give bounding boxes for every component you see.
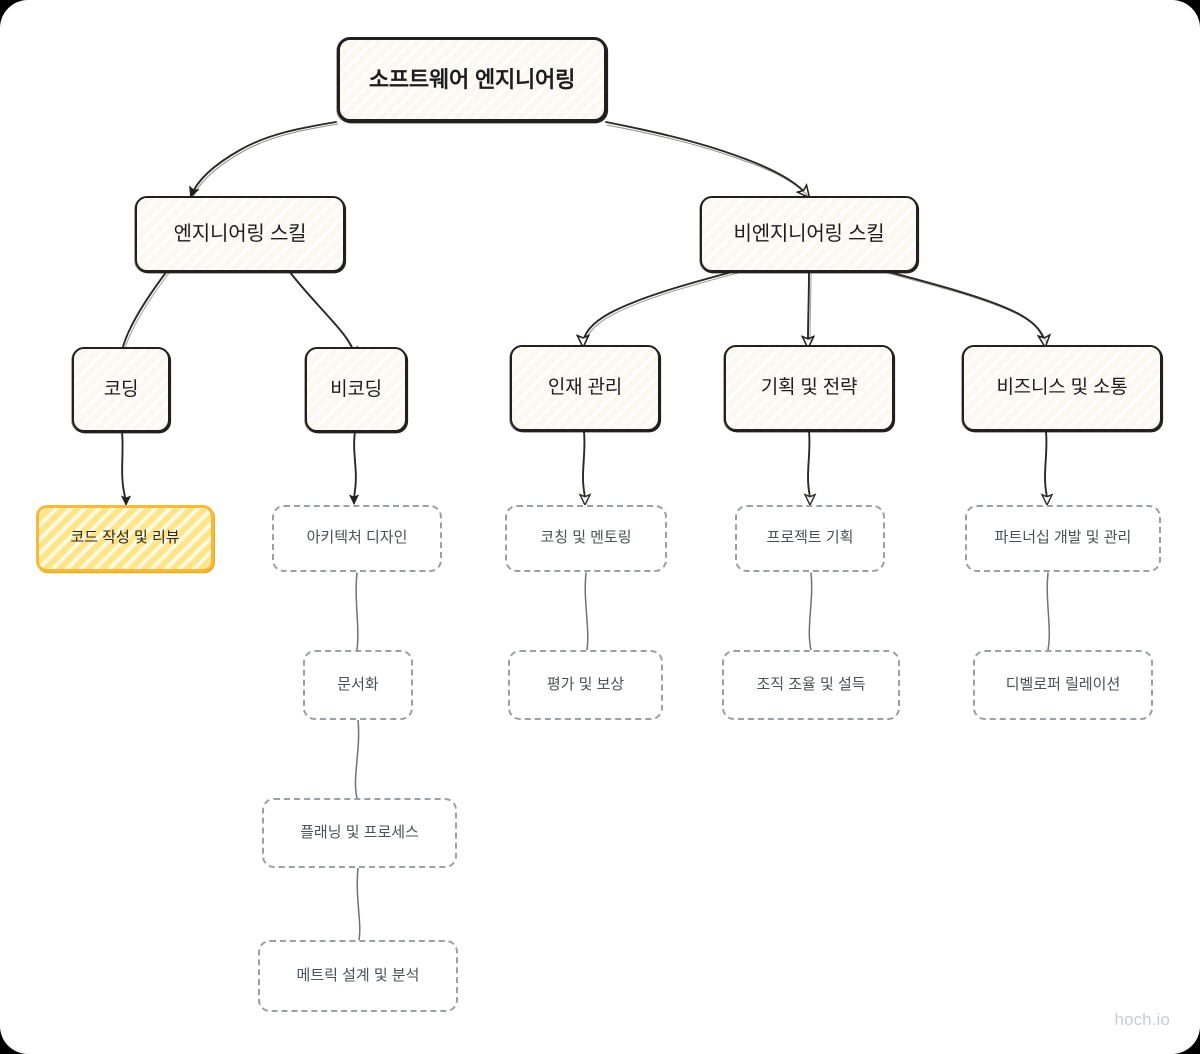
node-evaluation-compensation-label: 평가 및 보상 <box>546 675 625 693</box>
node-talent-management-label: 인재 관리 <box>547 377 623 399</box>
node-org-alignment-persuasion[interactable]: 조직 조율 및 설득 <box>722 650 900 720</box>
node-project-planning[interactable]: 프로젝트 기획 <box>735 505 885 572</box>
node-planning-process-label: 플래닝 및 프로세스 <box>300 823 419 841</box>
node-coding[interactable]: 코딩 <box>72 347 170 432</box>
edge-noneng-to-planning-sketch <box>809 273 812 341</box>
edge-coaching-to-evaluation <box>584 572 589 651</box>
node-metrics-design-analysis-label: 메트릭 설계 및 분석 <box>296 966 420 984</box>
node-business-communication-label: 비즈니스 및 소통 <box>996 377 1128 399</box>
node-partnership-development[interactable]: 파트너십 개발 및 관리 <box>965 505 1161 572</box>
node-non-coding[interactable]: 비코딩 <box>305 347 407 432</box>
node-metrics-design-analysis[interactable]: 메트릭 설계 및 분석 <box>258 940 458 1012</box>
edge-noneng-to-business-sketch <box>886 272 1048 347</box>
edge-noneng-to-planning <box>808 271 809 346</box>
node-root-label: 소프트웨어 엔지니어링 <box>368 66 576 92</box>
node-partnership-development-label: 파트너십 개발 및 관리 <box>994 529 1132 547</box>
node-developer-relations-label: 디벨로퍼 릴레이션 <box>1005 675 1121 693</box>
node-planning-process[interactable]: 플래닝 및 프로세스 <box>262 798 457 868</box>
edge-project-to-org <box>808 572 813 651</box>
edge-eng-to-coding-sketch <box>122 272 170 359</box>
edge-root-to-eng <box>189 121 337 199</box>
edge-planning-process-to-metrics <box>356 867 361 941</box>
edge-talent-to-coaching <box>583 431 585 503</box>
node-coding-label: 코딩 <box>103 378 139 400</box>
node-coaching-mentoring-label: 코칭 및 멘토링 <box>540 529 632 547</box>
node-non-coding-label: 비코딩 <box>330 378 382 400</box>
node-planning-strategy-label: 기획 및 전략 <box>760 377 858 399</box>
node-business-communication[interactable]: 비즈니스 및 소통 <box>962 345 1162 431</box>
node-engineering-skills[interactable]: 엔지니어링 스킬 <box>135 196 345 272</box>
edge-root-to-noneng <box>605 121 808 196</box>
edge-noneng-to-talent <box>583 270 737 345</box>
edge-arch-to-docs <box>355 572 359 651</box>
node-talent-management[interactable]: 인재 관리 <box>510 345 660 431</box>
node-non-engineering-skills[interactable]: 비엔지니어링 스킬 <box>700 196 918 272</box>
edge-partnership-to-devrel <box>1046 572 1051 651</box>
node-developer-relations[interactable]: 디벨로퍼 릴레이션 <box>973 650 1153 720</box>
edge-business-to-partnership <box>1045 431 1047 503</box>
edges-leaf-chains <box>354 572 1051 941</box>
node-code-writing-review-label: 코드 작성 및 리뷰 <box>70 529 180 547</box>
node-architecture-design[interactable]: 아키텍처 디자인 <box>272 505 442 572</box>
node-architecture-design-label: 아키텍처 디자인 <box>306 529 408 547</box>
node-planning-strategy[interactable]: 기획 및 전략 <box>724 345 894 431</box>
node-evaluation-compensation[interactable]: 평가 및 보상 <box>508 650 663 720</box>
node-engineering-skills-label: 엔지니어링 스킬 <box>173 222 307 245</box>
node-documentation-label: 문서화 <box>337 675 379 693</box>
edge-eng-to-noncoding <box>288 270 358 359</box>
edge-root-to-eng-sketch <box>192 123 339 198</box>
node-project-planning-label: 프로젝트 기획 <box>766 529 854 547</box>
node-non-engineering-skills-label: 비엔지니어링 스킬 <box>733 222 885 245</box>
node-coaching-mentoring[interactable]: 코칭 및 멘토링 <box>505 505 667 572</box>
watermark: hoch.io <box>1114 1010 1170 1029</box>
edge-coding-to-code-review <box>120 431 132 507</box>
edge-docs-to-planning-process <box>354 719 360 799</box>
edges-main <box>116 121 1048 507</box>
edge-eng-to-noncoding-sketch <box>290 272 357 358</box>
edge-noneng-to-talent-sketch <box>584 272 739 347</box>
edge-noncoding-to-arch <box>348 431 360 506</box>
edge-eng-to-coding <box>116 270 168 360</box>
edge-planning-to-project <box>808 431 810 503</box>
node-org-alignment-persuasion-label: 조직 조율 및 설득 <box>756 675 866 693</box>
edge-noneng-to-business <box>884 270 1045 345</box>
edge-root-to-noneng-sketch <box>606 124 810 198</box>
node-documentation[interactable]: 문서화 <box>303 650 413 720</box>
node-code-writing-review[interactable]: 코드 작성 및 리뷰 <box>36 505 214 572</box>
node-root[interactable]: 소프트웨어 엔지니어링 <box>337 37 607 122</box>
